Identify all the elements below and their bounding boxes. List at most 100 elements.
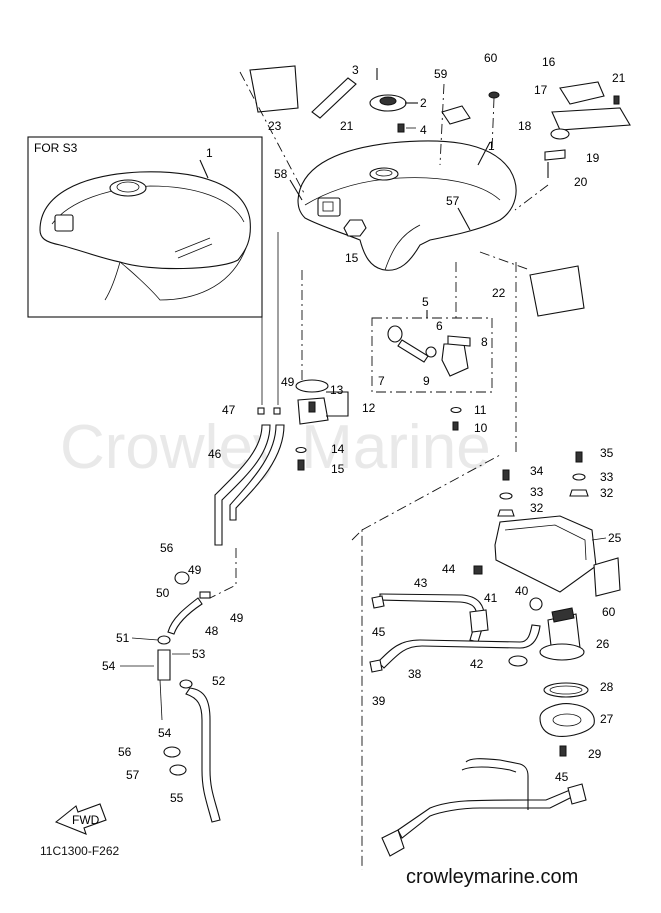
callout-54b: 57 [126,768,140,782]
part-39-hose [379,593,485,643]
callout-49b: 52 [212,674,226,688]
part-23-bar [311,77,357,119]
callout-39: 43 [414,576,428,590]
part-41-cap [371,595,385,609]
callout-40: 44 [442,562,456,576]
callout-60: 60 [602,605,616,619]
callout-13: 13 [330,383,344,397]
diagram-code: 11C1300-F262 [40,844,119,858]
callout-48: 50 [156,586,170,600]
part-27-fuel-pump [539,607,585,661]
callout-17: 16 [542,55,556,69]
callout-1: 1 [488,139,495,153]
callout-26: 25 [608,531,622,545]
callout-45: 48 [205,624,219,638]
callout-31: 32 [530,501,544,515]
part-14-washer [295,446,307,454]
callout-36: 40 [515,584,529,598]
part-38-clamp [508,655,528,667]
part-29-gasket [543,682,589,698]
part-34-hose [377,624,541,669]
callout-27: 26 [596,637,610,651]
part-18-plate [551,107,631,131]
callout-33b: 35 [600,446,614,460]
part-53-hose [185,687,221,823]
callout-44: 47 [222,403,236,417]
callout-14: 14 [331,442,345,456]
part-48-hose [167,597,203,635]
callout-45b: 49 [230,611,244,625]
fuel-tank [297,140,517,271]
part-58-label [441,105,471,125]
part-17-bracket [559,81,605,105]
part-49b-clamp [179,679,193,689]
callout-21: 20 [574,175,588,189]
part-42-connector-left [381,829,405,857]
callout-31b: 32 [600,486,614,500]
callout-20: 19 [586,151,600,165]
part-19-ring [550,128,570,140]
callout-37: 41 [484,591,498,605]
callout-38: 42 [470,657,484,671]
part-49-clamp [157,635,171,645]
fwd-arrow-icon: FWD [54,803,107,835]
part-54-clamp [163,746,181,758]
callout-23: 21 [340,119,354,133]
part-11-washer [450,406,462,414]
part-42-hose [397,789,575,839]
part-16-nut [343,219,367,237]
callout-41: 45 [372,625,386,639]
callout-11: 11 [474,403,487,417]
callout-22: 21 [612,71,626,85]
callout-32b: 33 [600,470,614,484]
part-43-hose [214,424,271,546]
callout-1-inset: 1 [206,146,213,160]
callout-35: 39 [372,694,386,708]
callout-24: 22 [492,286,506,300]
callout-50: 53 [192,647,206,661]
part-54b-clamp [169,764,187,776]
callout-32: 33 [530,485,544,499]
callout-51: 54 [102,659,116,673]
callout-5: 5 [422,295,429,309]
callout-3: 3 [352,63,359,77]
callout-58: 59 [434,67,448,81]
callout-59: 60 [484,51,498,65]
callout-34: 38 [408,667,422,681]
s3-tank-inset: FOR S3 1 [27,136,263,318]
callout-19: 18 [518,119,532,133]
callout-43: 46 [208,447,222,461]
part-20-stay [544,149,566,161]
part-5-fuel-cock-assembly [371,317,493,393]
part-55-clamp [174,571,190,585]
callout-30: 29 [588,747,602,761]
website-text: crowleymarine.com [406,866,578,888]
callout-33: 34 [530,464,544,478]
callout-7: 7 [378,374,385,388]
callout-25: 23 [268,119,282,133]
part-25-panel [249,65,299,113]
inset-caption: FOR S3 [34,141,78,155]
callout-2: 2 [420,96,427,110]
part-59-grommet [488,91,500,99]
callout-16: 15 [345,251,359,265]
callout-55: 56 [160,541,174,555]
callout-28: 27 [600,712,614,726]
fwd-label: FWD [72,813,100,827]
part-12-bracket-assembly [295,379,329,425]
callout-49: 51 [116,631,130,645]
part-37-clamp [469,609,489,633]
part-2-cap [369,94,407,112]
callout-52: 54 [158,726,172,740]
callout-10: 10 [474,421,488,435]
callout-56: 57 [446,194,460,208]
callout-6: 6 [436,319,443,333]
callout-15: 15 [331,462,345,476]
callout-8: 8 [481,335,488,349]
part-46-joint [199,591,211,599]
callout-57: 58 [274,167,288,181]
part-50-tee [157,649,171,681]
callout-42: 45 [555,770,569,784]
callout-46: 49 [188,563,202,577]
